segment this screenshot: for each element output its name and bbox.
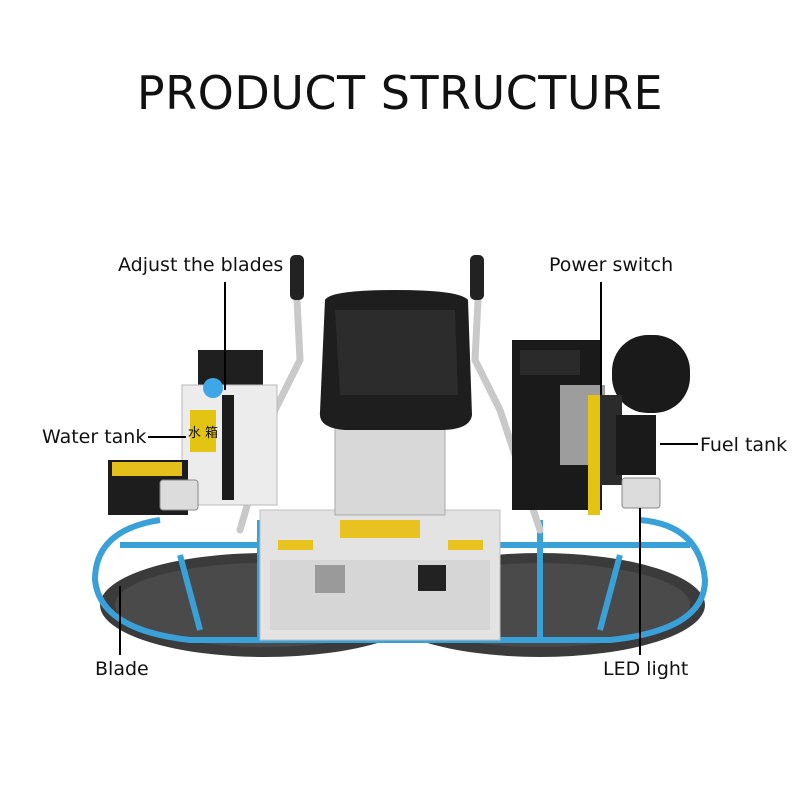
label-power-switch: Power switch <box>549 254 674 276</box>
warning-sticker <box>340 520 420 538</box>
tank-decal: 水 箱 <box>188 425 218 441</box>
label-led-light: LED light <box>603 658 689 680</box>
left-led-light <box>159 479 199 511</box>
water-tank-cap <box>203 378 223 398</box>
label-fuel-tank: Fuel tank <box>700 434 788 456</box>
left-pedal <box>315 565 345 593</box>
muffler <box>612 335 690 413</box>
right-pedal <box>418 565 446 591</box>
page-title: PRODUCT STRUCTURE <box>136 66 664 120</box>
fuel-tank <box>616 415 656 475</box>
label-adjust-blades: Adjust the blades <box>118 254 284 276</box>
label-blade: Blade <box>95 658 149 680</box>
label-water-tank: Water tank <box>42 426 147 448</box>
label-leader-lines <box>119 282 698 655</box>
right-led-light <box>621 477 661 509</box>
seat-base <box>334 424 446 516</box>
